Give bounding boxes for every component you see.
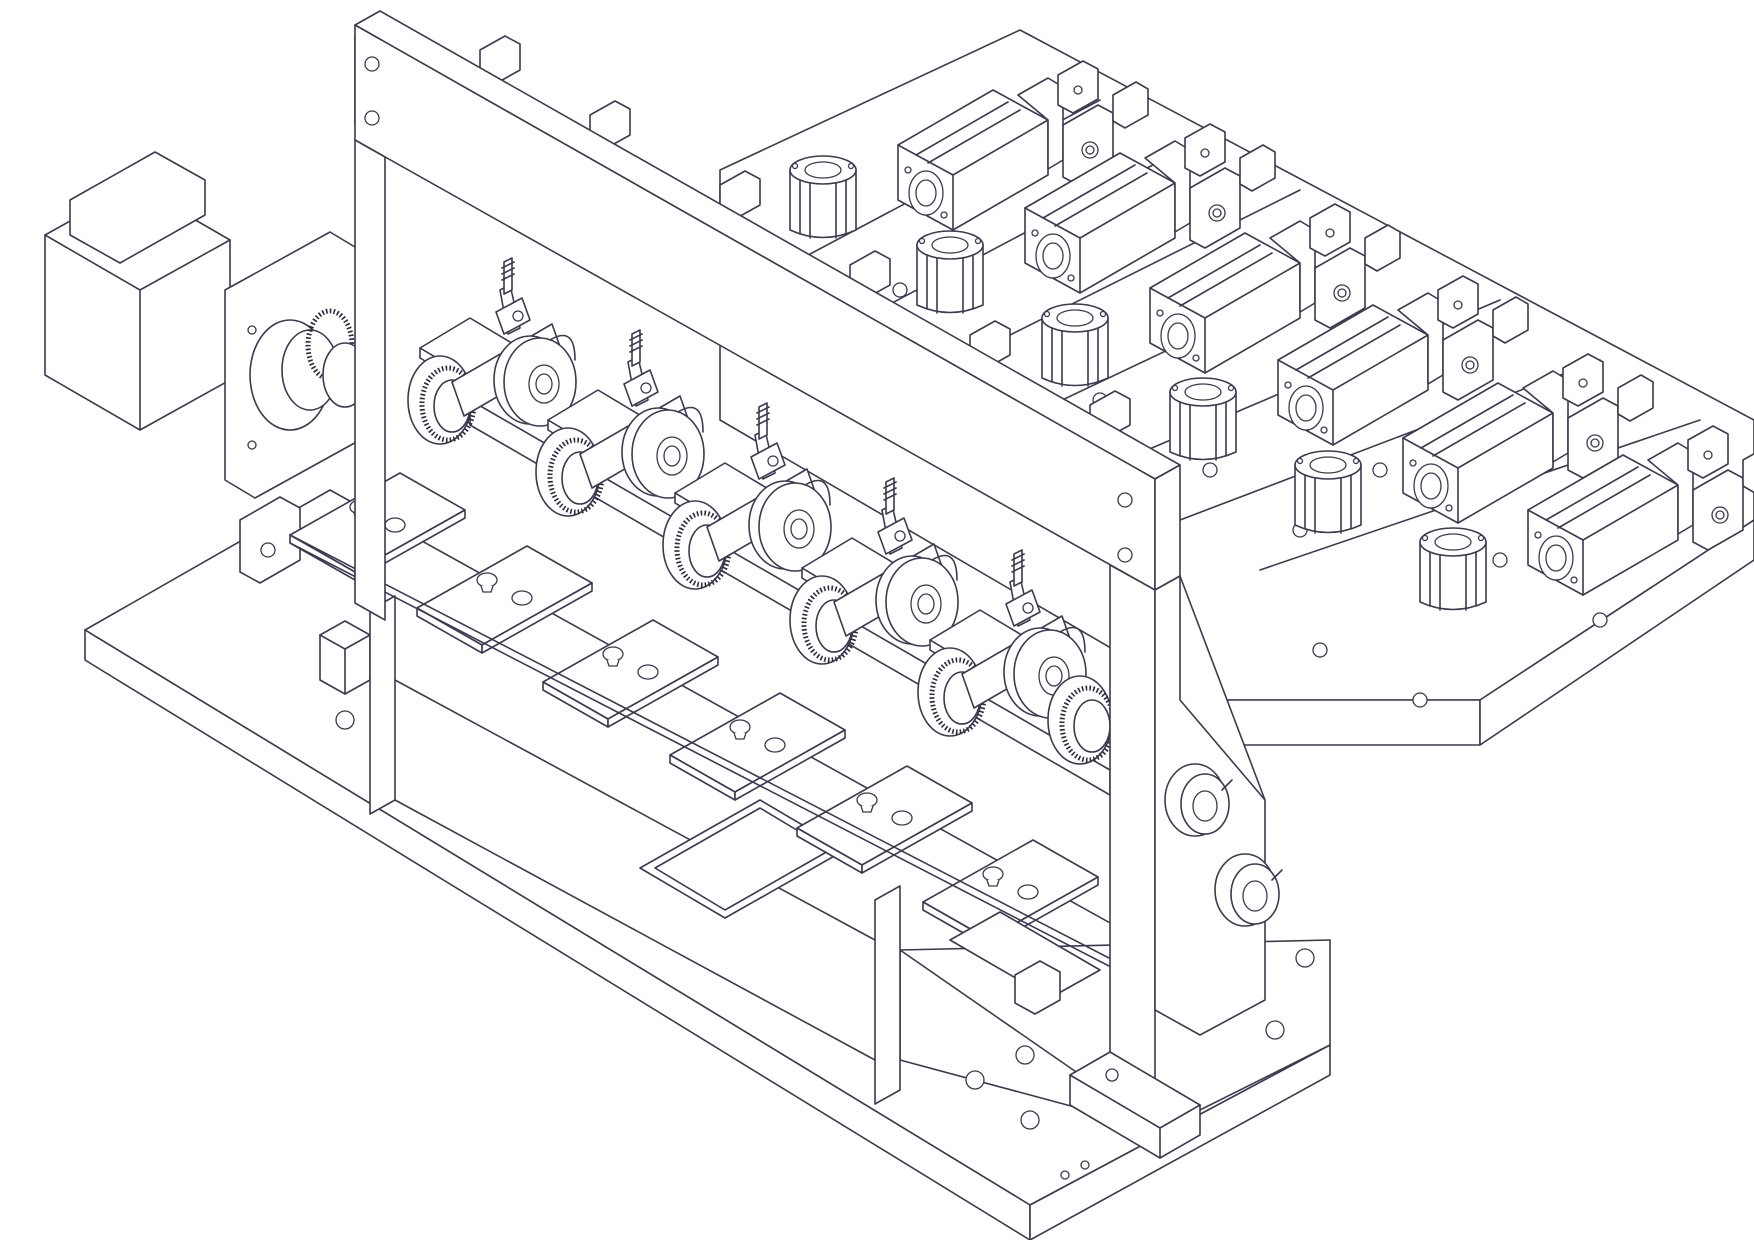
center-support-post	[874, 885, 901, 1105]
round-cylinder-5	[1294, 450, 1362, 534]
shaft-collar-1	[1164, 763, 1233, 837]
roller-unit-6	[1047, 675, 1117, 765]
base-plate-front	[84, 629, 1031, 1240]
shaft-collar-2	[1214, 853, 1283, 927]
round-cylinder-2	[916, 230, 984, 314]
round-cylinder-1	[789, 155, 857, 239]
round-cylinder-3	[1041, 303, 1109, 387]
gantry-frame	[354, 10, 1266, 1159]
round-cylinder-4	[1169, 377, 1237, 461]
left-support-post	[369, 595, 396, 815]
base-holes	[335, 710, 1315, 1180]
round-cylinder-6	[1419, 527, 1487, 611]
